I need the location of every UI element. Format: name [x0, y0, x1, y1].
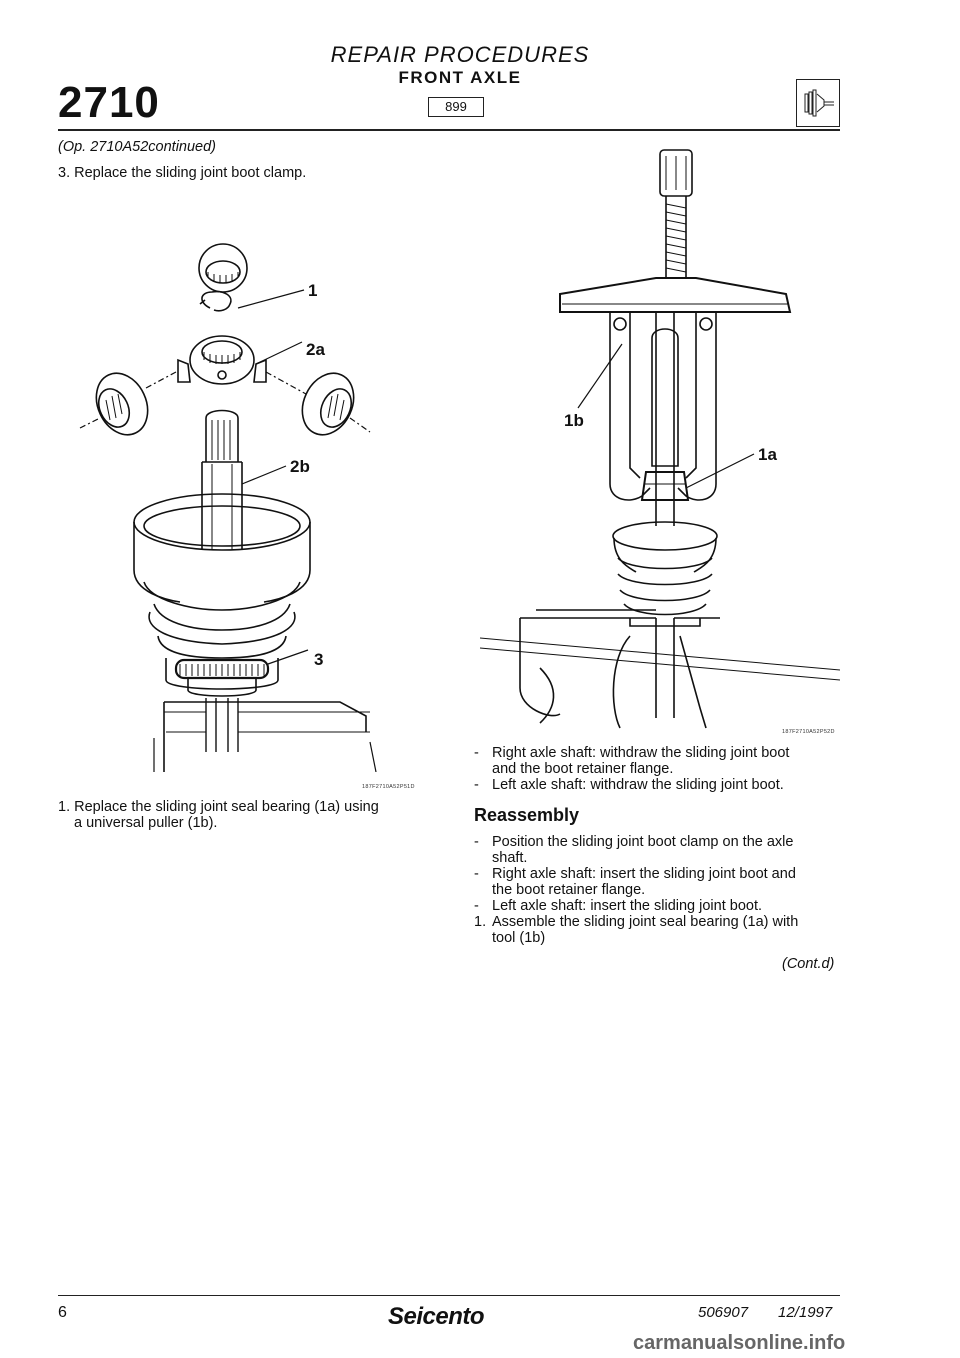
figure-code-left: 187F2710A52P51D: [362, 784, 415, 790]
list-item: 1. Assemble the sliding joint seal beari…: [474, 914, 846, 946]
section-title: REPAIR PROCEDURES: [330, 42, 590, 67]
bullet-line: shaft.: [492, 850, 528, 866]
label-2b: 2b: [290, 457, 310, 476]
reassembly-steps: - Position the sliding joint boot clamp …: [474, 834, 846, 946]
list-item: - Right axle shaft: insert the sliding j…: [474, 866, 846, 898]
joint-exploded-view-diagram: [70, 232, 380, 772]
label-1b: 1b: [564, 411, 584, 430]
step-1: 1. Replace the sliding joint seal bearin…: [58, 799, 428, 831]
bullet-marker: -: [474, 898, 479, 914]
group-code: 2710: [58, 78, 160, 127]
bullet-line: Position the sliding joint boot clamp on…: [492, 834, 794, 850]
universal-puller-diagram: [480, 148, 840, 730]
bullet-marker: -: [474, 777, 479, 793]
brand-logo: Seicento: [388, 1303, 485, 1330]
watermark: carmanualsonline.info: [633, 1332, 846, 1354]
bullet-marker: -: [474, 834, 479, 850]
footer-rule: [58, 1295, 840, 1297]
step-1-line-2: a universal puller (1b).: [74, 815, 218, 831]
page-badge: 899: [428, 97, 484, 117]
bullet-line: tool (1b): [492, 930, 546, 946]
bullet-line: the boot retainer flange.: [492, 882, 646, 898]
bullet-line: Right axle shaft: withdraw the sliding j…: [492, 745, 790, 761]
continued-note: (Op. 2710A52continued): [58, 139, 216, 155]
document-date: 12/1997: [778, 1304, 833, 1321]
bullet-marker: 1.: [474, 914, 487, 930]
list-item: - Left axle shaft: withdraw the sliding …: [474, 777, 844, 793]
header-rule: [58, 129, 840, 131]
removal-steps: - Right axle shaft: withdraw the sliding…: [474, 745, 844, 793]
figure-code-right: 187F2710A52P52D: [782, 729, 835, 735]
label-2a: 2a: [306, 340, 325, 359]
list-item: - Position the sliding joint boot clamp …: [474, 834, 846, 866]
page-number: 6: [58, 1304, 67, 1321]
step-3: 3. Replace the sliding joint boot clamp.: [58, 165, 307, 181]
subsection-title: FRONT AXLE: [398, 68, 522, 87]
label-1: 1: [308, 281, 318, 300]
bullet-line: Left axle shaft: withdraw the sliding jo…: [492, 777, 784, 793]
step-1-line-1: 1. Replace the sliding joint seal bearin…: [58, 799, 379, 815]
continued-marker: (Cont.d): [782, 956, 835, 972]
axle-shaft-icon: [796, 79, 840, 127]
document-number: 506907: [698, 1304, 749, 1321]
label-1a: 1a: [758, 445, 777, 464]
bullet-line: and the boot retainer flange.: [492, 761, 674, 777]
bullet-marker: -: [474, 745, 479, 761]
bullet-marker: -: [474, 866, 479, 882]
bullet-line: Right axle shaft: insert the sliding joi…: [492, 866, 796, 882]
bullet-line: Left axle shaft: insert the sliding join…: [492, 898, 763, 914]
reassembly-heading: Reassembly: [474, 805, 580, 825]
label-3: 3: [314, 650, 324, 669]
list-item: - Left axle shaft: insert the sliding jo…: [474, 898, 846, 914]
list-item: - Right axle shaft: withdraw the sliding…: [474, 745, 844, 777]
bullet-line: Assemble the sliding joint seal bearing …: [492, 914, 799, 930]
